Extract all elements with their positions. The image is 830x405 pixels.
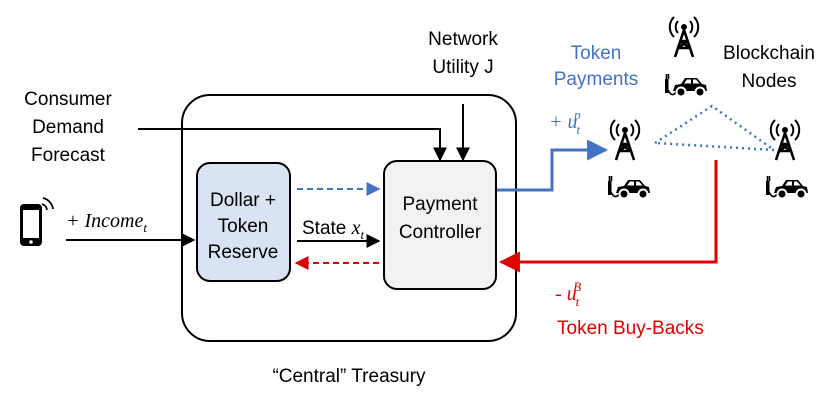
state-label: State xt [302, 217, 365, 242]
tower-icon [609, 118, 641, 162]
income-label: + Incomet [66, 210, 147, 235]
payment-amount-label: + utp [549, 107, 581, 137]
reserve-box [196, 162, 291, 282]
tower-icon [668, 15, 700, 59]
tower-icon [769, 118, 801, 162]
blockchain-network-dotted-triangle [654, 104, 779, 152]
demand-arrow [138, 128, 447, 162]
car-icon [765, 175, 809, 200]
treasury-label: “Central” Treasury [272, 366, 426, 387]
token-payment-arrow [497, 139, 609, 192]
treasury-container [181, 94, 517, 342]
car-icon [607, 175, 651, 200]
car-icon [664, 73, 708, 98]
buyback-amount-label: - utB [555, 279, 581, 309]
phone-icon [20, 197, 54, 246]
token-buybacks-label: Token Buy-Backs [557, 318, 704, 339]
buyback-arrow [498, 160, 718, 273]
